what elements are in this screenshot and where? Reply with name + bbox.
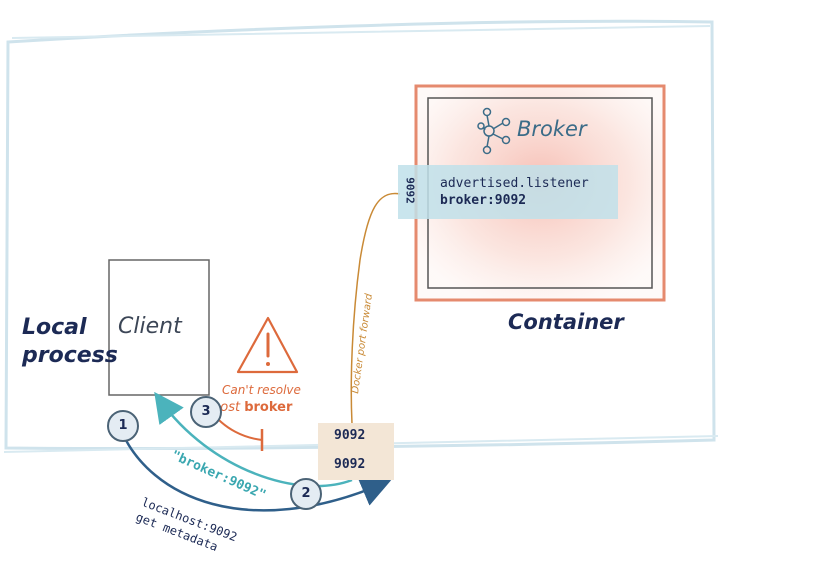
warning-line1: Can't resolve: [222, 383, 301, 397]
port-forward-port-b: 9092: [334, 457, 366, 472]
port-forward-line: [350, 192, 401, 425]
response-arrow: [154, 391, 353, 488]
advertised-listener-value: broker:9092: [440, 193, 527, 208]
warning-host-name: broker: [244, 400, 293, 415]
request-arrow: [118, 427, 392, 512]
client-label: Client: [118, 314, 182, 339]
broker-label: Broker: [517, 117, 587, 141]
container-label: Container: [508, 310, 624, 334]
local-process-label: Local process: [22, 315, 118, 368]
port-forward-box: [318, 423, 394, 480]
broker-network-icon: [477, 107, 511, 155]
broker-port-tab: 9092: [398, 165, 422, 219]
broker-port-label: 9092: [403, 177, 417, 204]
client-box: [108, 259, 210, 396]
step-1-marker: 1: [107, 410, 139, 442]
advertised-listener-box: [398, 165, 618, 219]
step-2-marker: 2: [290, 478, 322, 510]
port-forward-port-a: 9092: [334, 428, 366, 443]
warning-icon: [236, 316, 299, 374]
step-3-marker: 3: [190, 396, 222, 428]
advertised-listener-key: advertised.listener: [440, 176, 589, 191]
warning-line2: host broker: [212, 400, 293, 415]
